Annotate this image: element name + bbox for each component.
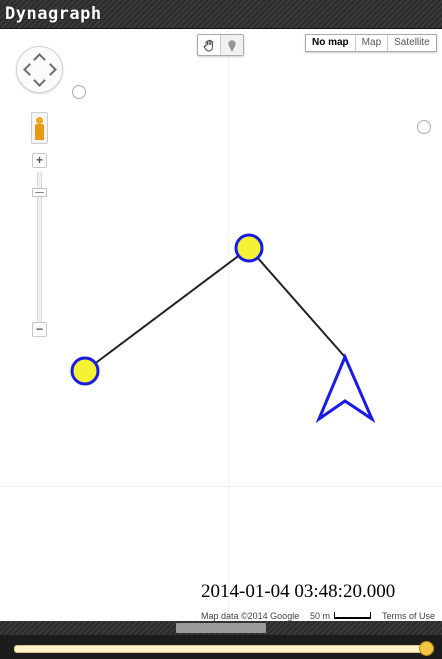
zoom-slider-track[interactable]	[37, 172, 42, 324]
map-type-map-button[interactable]: Map	[354, 35, 387, 51]
time-slider-thumb[interactable]	[419, 641, 434, 656]
map-tool-group	[197, 34, 244, 56]
waypoint-marker	[70, 356, 100, 386]
track-path	[84, 246, 346, 372]
terms-of-use-link[interactable]: Terms of Use	[382, 611, 436, 621]
zoom-out-button[interactable]: −	[32, 322, 47, 337]
zoom-in-button[interactable]: +	[32, 153, 47, 168]
pan-control[interactable]	[16, 46, 63, 93]
map-control-dot[interactable]	[72, 85, 86, 99]
map-type-satellite-button[interactable]: Satellite	[387, 35, 436, 51]
current-position-arrow-icon	[315, 353, 376, 424]
waypoint-marker	[234, 233, 264, 263]
marker-icon[interactable]	[220, 35, 243, 55]
map-type-no-map-button[interactable]: No map	[312, 37, 349, 48]
map-divider-horizontal	[0, 486, 442, 487]
app-title: Dynagraph	[5, 4, 102, 24]
map-attribution: Map data ©2014 Google	[201, 611, 300, 621]
hand-icon[interactable]	[198, 35, 220, 55]
scale-label: 50 m	[310, 611, 331, 621]
map-divider-vertical	[228, 29, 229, 621]
street-view-pegman-icon[interactable]	[31, 112, 48, 144]
map-canvas[interactable]: + − No map Map Satellite 2014-01-04 03:4…	[0, 29, 442, 621]
track-overlay	[70, 233, 376, 424]
horizontal-scrollbar-thumb[interactable]	[176, 623, 266, 633]
time-slider-track[interactable]	[14, 645, 434, 653]
map-control-dot[interactable]	[417, 120, 431, 134]
zoom-slider-thumb[interactable]	[32, 188, 47, 197]
title-bar: Dynagraph	[0, 0, 442, 29]
timestamp-label: 2014-01-04 03:48:20.000	[201, 581, 396, 602]
scale-bar	[334, 612, 371, 619]
map-type-control: No map Map Satellite	[305, 34, 437, 52]
